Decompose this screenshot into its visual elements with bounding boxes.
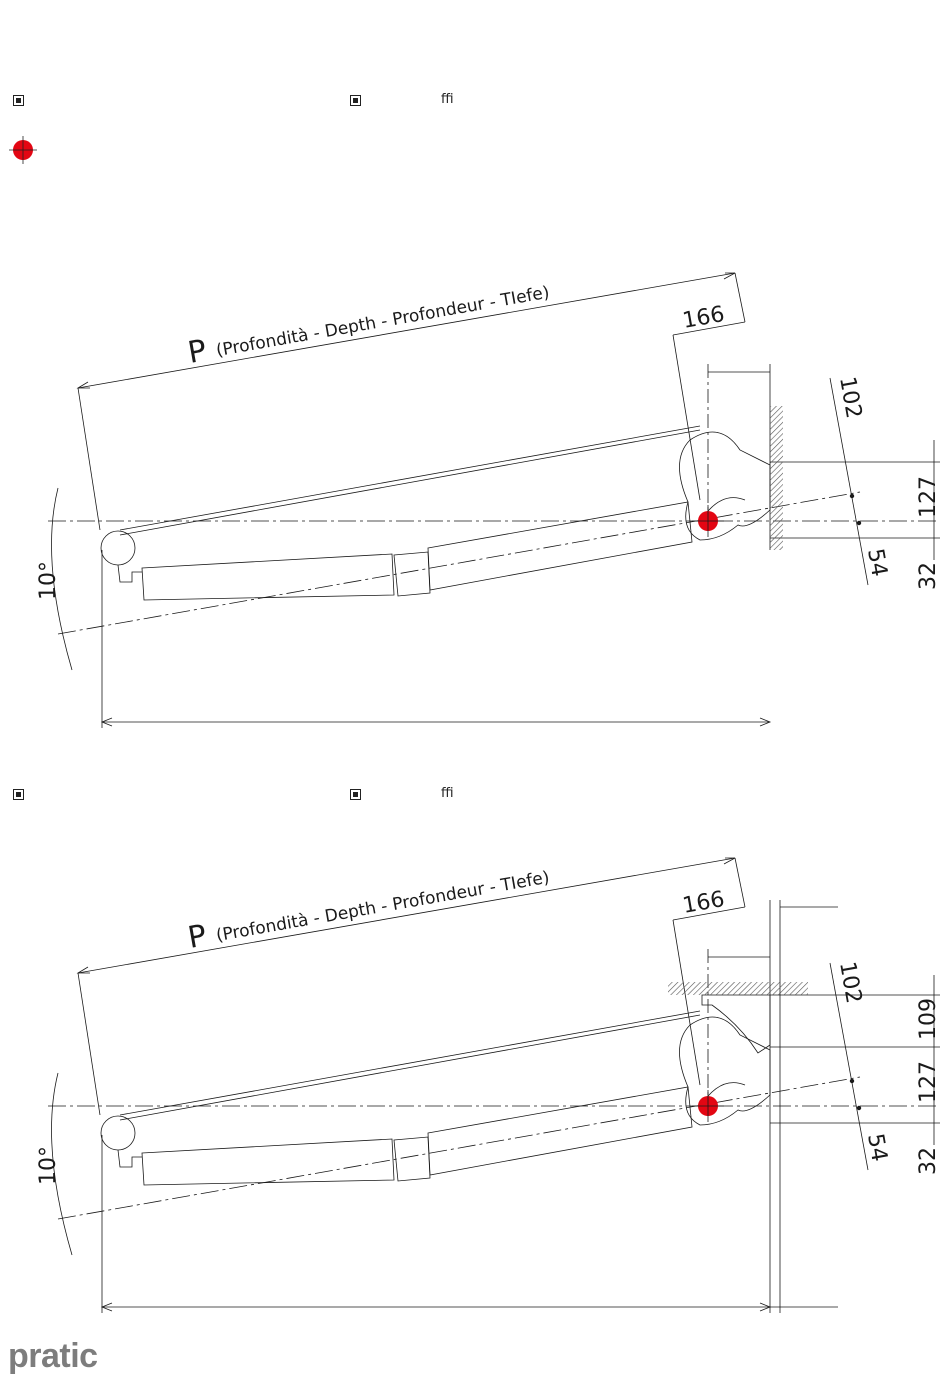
legend-checkbox-icon [350, 789, 361, 800]
legend-checkbox-icon [13, 789, 24, 800]
pratic-logo: pratic [8, 1337, 98, 1376]
dim-32: 32 [916, 1147, 941, 1175]
dim-166: 166 [681, 302, 727, 334]
wall-mount-diagram: P (Profondità - Depth - Profondeur - TIe… [0, 260, 950, 740]
legend-checkbox-icon [13, 95, 24, 106]
legend-ligature-text: ﬃ [441, 92, 454, 107]
dim-102: 102 [834, 960, 866, 1006]
dim-32: 32 [916, 562, 941, 590]
legend-checkbox-icon [350, 95, 361, 106]
depth-label: (Profondità - Depth - Profondeur - TIefe… [215, 283, 551, 361]
angle-label: 10° [36, 1146, 61, 1185]
depth-label: (Profondità - Depth - Profondeur - TIefe… [215, 868, 551, 946]
dim-127: 127 [916, 1061, 941, 1103]
dim-54: 54 [862, 547, 891, 579]
dim-166: 166 [681, 887, 727, 919]
p-letter: P [185, 333, 209, 371]
ceiling-mount-diagram: P (Profondità - Depth - Profondeur - TIe… [0, 845, 950, 1325]
dim-54: 54 [862, 1132, 891, 1164]
legend-ligature-text: ﬃ [441, 786, 454, 801]
dim-127: 127 [916, 476, 941, 518]
dim-109: 109 [916, 998, 941, 1040]
pivot-legend-icon [9, 136, 39, 166]
dim-102: 102 [834, 375, 866, 421]
angle-label: 10° [36, 561, 61, 600]
p-letter: P [185, 918, 209, 956]
